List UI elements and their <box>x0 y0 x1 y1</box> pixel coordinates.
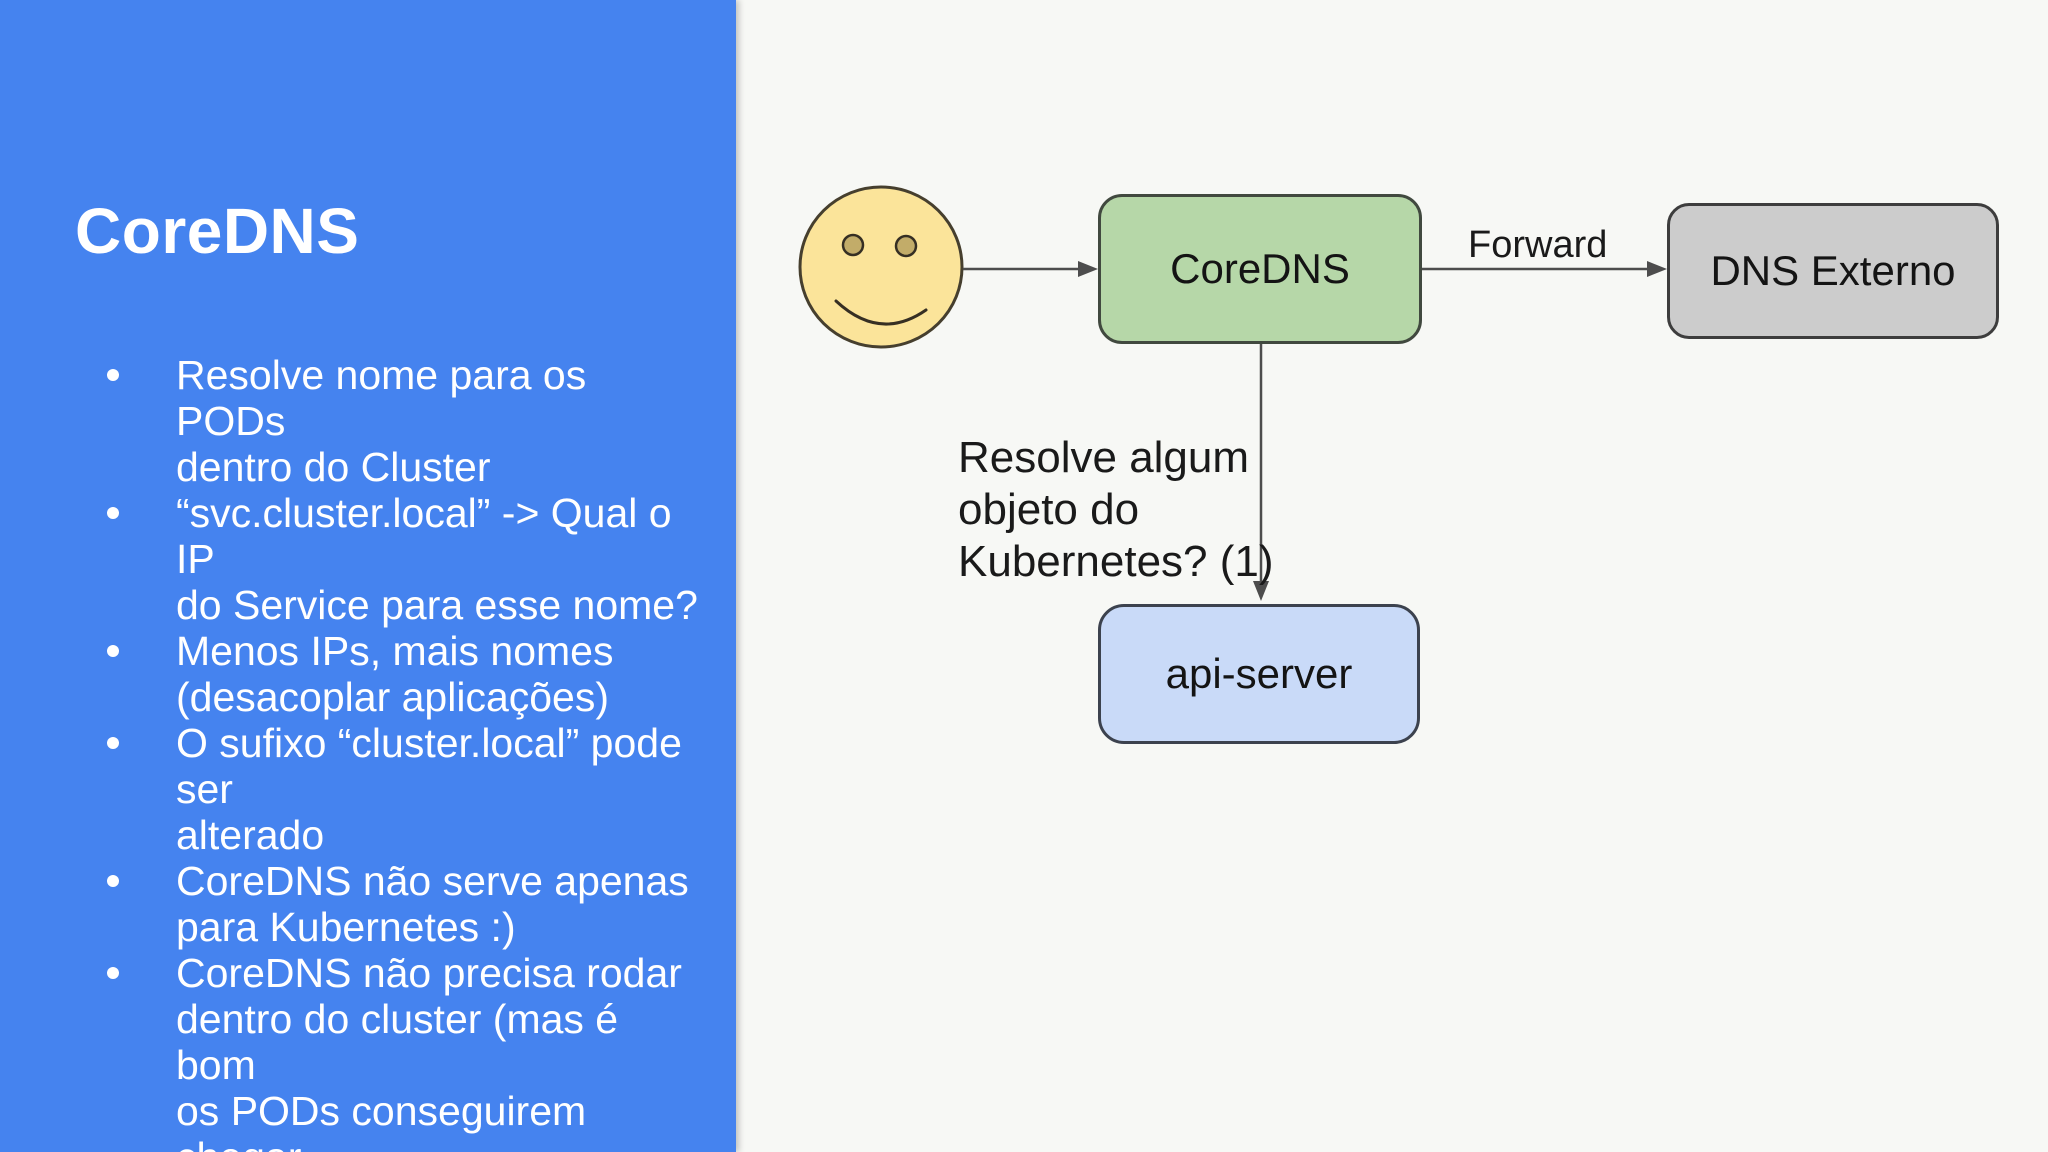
text-line: dentro do cluster (mas é bom <box>176 996 619 1088</box>
node-coredns-label: CoreDNS <box>1170 245 1350 292</box>
node-dns-externo: DNS Externo <box>1667 203 1999 339</box>
text-line: alterado <box>176 812 325 858</box>
arrow-user-to-coredns <box>963 261 1098 277</box>
text-line: os PODs conseguirem chegar <box>176 1088 587 1152</box>
text-line: CoreDNS não precisa rodar <box>176 950 682 996</box>
text-line: do Service para esse nome? <box>176 582 698 628</box>
text-line: O sufixo “cluster.local” pode ser <box>176 720 682 812</box>
smiley-face-icon <box>798 185 964 349</box>
node-dns-externo-label: DNS Externo <box>1710 247 1956 294</box>
bullet-item: Menos IPs, mais nomes(desacoplar aplicaç… <box>96 628 706 720</box>
label-line: objeto do <box>958 485 1140 534</box>
node-api-server: api-server <box>1098 604 1420 744</box>
text-line: Resolve nome para os PODs <box>176 352 587 444</box>
page-title: CoreDNS <box>75 195 360 267</box>
text-line: dentro do Cluster <box>176 444 491 490</box>
text-line: para Kubernetes :) <box>176 904 516 950</box>
node-api-server-label: api-server <box>1165 650 1353 697</box>
text-line: “svc.cluster.local” -> Qual o IP <box>176 490 672 582</box>
label-line: Resolve algum <box>958 433 1250 482</box>
text-line: (desacoplar aplicações) <box>176 674 610 720</box>
text-line: CoreDNS não serve apenas <box>176 858 689 904</box>
label-line: Kubernetes? (1) <box>958 537 1274 586</box>
forward-edge-label: Forward <box>1468 224 1608 266</box>
node-coredns: CoreDNS <box>1098 194 1422 344</box>
text-line: Menos IPs, mais nomes <box>176 628 614 674</box>
